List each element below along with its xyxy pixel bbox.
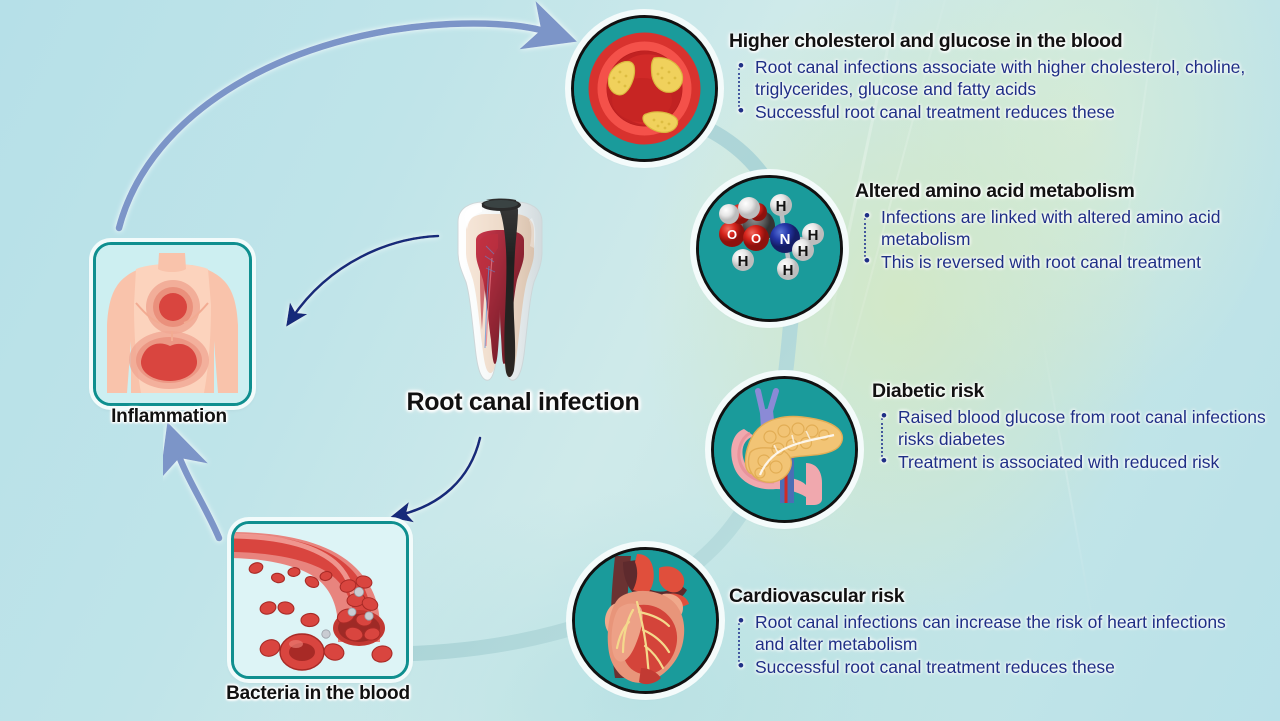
node-cholesterol-glucose[interactable] bbox=[571, 15, 718, 162]
block-bullets: Raised blood glucose from root canal inf… bbox=[872, 405, 1272, 474]
block-title: Higher cholesterol and glucose in the bl… bbox=[729, 30, 1123, 52]
list-item: Treatment is associated with reduced ris… bbox=[881, 450, 1272, 473]
node-amino-acid-metabolism[interactable]: O O N H H H H H bbox=[696, 175, 843, 322]
svg-text:O: O bbox=[727, 227, 737, 242]
list-item: This is reversed with root canal treatme… bbox=[864, 250, 1263, 273]
block-bullets: Infections are linked with altered amino… bbox=[855, 205, 1263, 274]
list-item: Root canal infections can increase the r… bbox=[738, 610, 1249, 655]
svg-text:H: H bbox=[776, 198, 787, 215]
amino-acid-molecule-icon: O O N H H H H H bbox=[699, 178, 840, 319]
arrow-bacteria-to-inflammation bbox=[159, 422, 223, 542]
block-cardiovascular-risk: Cardiovascular risk Root canal infection… bbox=[729, 585, 1249, 680]
svg-text:H: H bbox=[808, 227, 819, 244]
center-label: Root canal infection bbox=[406, 388, 640, 416]
list-item: Successful root canal treatment reduces … bbox=[738, 655, 1249, 678]
list-item: Root canal infections associate with hig… bbox=[738, 55, 1257, 100]
node-inflammation[interactable] bbox=[93, 242, 252, 406]
node-bacteria-in-the-blood[interactable] bbox=[231, 521, 409, 679]
block-title: Altered amino acid metabolism bbox=[855, 180, 1135, 202]
anatomical-heart-icon bbox=[575, 550, 716, 691]
root-canal-tooth[interactable] bbox=[436, 196, 564, 386]
node-label-inflammation: Inflammation bbox=[111, 406, 227, 427]
inflamed-torso-icon bbox=[96, 245, 249, 403]
blood-vessel-red-cells-icon bbox=[234, 524, 406, 676]
svg-text:N: N bbox=[780, 231, 791, 248]
block-title: Diabetic risk bbox=[872, 380, 985, 402]
pancreas-icon bbox=[714, 379, 855, 520]
svg-text:H: H bbox=[798, 243, 809, 260]
block-diabetic-risk: Diabetic risk Raised blood glucose from … bbox=[872, 380, 1272, 475]
node-cardiovascular-risk[interactable] bbox=[572, 547, 719, 694]
list-item: Infections are linked with altered amino… bbox=[864, 205, 1263, 250]
node-diabetic-risk[interactable] bbox=[711, 376, 858, 523]
list-item: Successful root canal treatment reduces … bbox=[738, 100, 1257, 123]
block-bullets: Root canal infections can increase the r… bbox=[729, 610, 1249, 679]
arrow-tooth-to-inflammation bbox=[286, 234, 440, 327]
svg-text:O: O bbox=[751, 231, 761, 246]
block-cholesterol-glucose: Higher cholesterol and glucose in the bl… bbox=[729, 30, 1257, 125]
background-streak bbox=[1040, 329, 1095, 626]
svg-text:H: H bbox=[783, 262, 794, 279]
block-title: Cardiovascular risk bbox=[729, 585, 905, 607]
node-label-bacteria-in-the-blood: Bacteria in the blood bbox=[226, 683, 410, 704]
svg-text:H: H bbox=[738, 253, 749, 270]
list-item: Raised blood glucose from root canal inf… bbox=[881, 405, 1272, 450]
artery-cholesterol-plaque-icon bbox=[574, 18, 715, 159]
block-bullets: Root canal infections associate with hig… bbox=[729, 55, 1257, 124]
arrow-tooth-to-bacteria bbox=[389, 436, 482, 523]
block-amino-acid-metabolism: Altered amino acid metabolism Infections… bbox=[855, 180, 1263, 275]
molar-tooth-cross-section-icon bbox=[457, 198, 543, 381]
